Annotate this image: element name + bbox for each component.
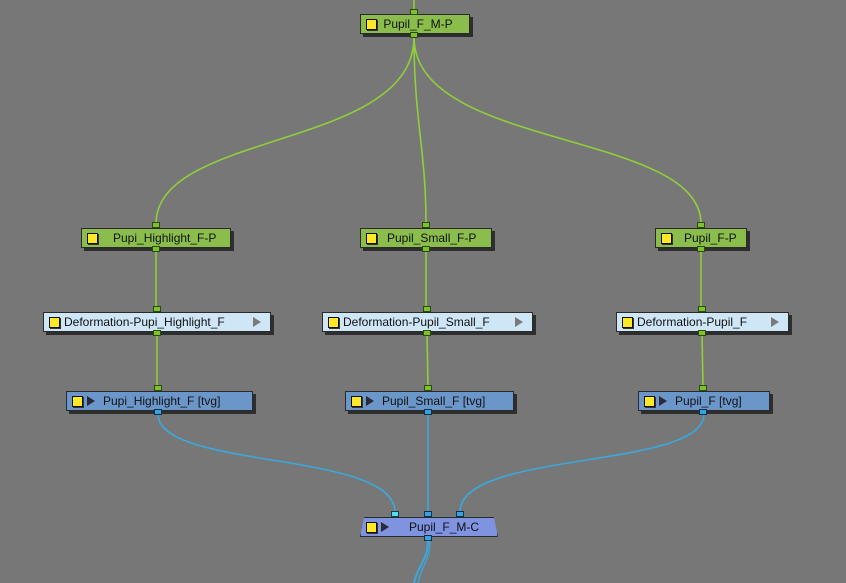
enable-checkbox-icon[interactable] bbox=[328, 316, 339, 328]
node-label: Pupil_F-P bbox=[684, 231, 737, 245]
node-label: Pupil_F [tvg] bbox=[675, 394, 742, 408]
wire-deform-right-to-drawing[interactable] bbox=[701, 333, 704, 388]
node-label: Pupil_Small_F-P bbox=[387, 231, 477, 245]
output-port[interactable] bbox=[152, 246, 160, 252]
node-label: Pupil_Small_F [tvg] bbox=[382, 394, 486, 408]
input-port[interactable] bbox=[422, 222, 430, 228]
input-port[interactable] bbox=[153, 306, 161, 312]
enable-checkbox-icon[interactable] bbox=[366, 18, 377, 30]
node-deformation-right[interactable]: Deformation-Pupil_F bbox=[616, 312, 789, 332]
node-peg-left[interactable]: Pupi_Highlight_F-P bbox=[81, 228, 231, 248]
input-port[interactable] bbox=[699, 385, 707, 391]
input-port[interactable] bbox=[423, 306, 431, 312]
play-icon[interactable] bbox=[87, 396, 95, 406]
node-deformation-left[interactable]: Deformation-Pupi_Highlight_F bbox=[43, 312, 271, 332]
input-port-1[interactable] bbox=[391, 511, 399, 517]
enable-checkbox-icon[interactable] bbox=[661, 232, 672, 244]
wire-top-to-peg-right[interactable] bbox=[413, 36, 702, 225]
node-drawing-right[interactable]: Pupil_F [tvg] bbox=[638, 391, 770, 411]
input-port[interactable] bbox=[152, 222, 160, 228]
expand-arrow-icon[interactable] bbox=[515, 317, 523, 327]
wire-deform-mid-to-drawing[interactable] bbox=[426, 333, 429, 388]
node-label: Deformation-Pupil_Small_F bbox=[343, 315, 490, 329]
expand-arrow-icon[interactable] bbox=[771, 317, 779, 327]
wire-top-to-peg-mid[interactable] bbox=[413, 36, 427, 225]
enable-checkbox-icon[interactable] bbox=[49, 316, 60, 328]
node-peg-mid[interactable]: Pupil_Small_F-P bbox=[360, 228, 492, 248]
output-port[interactable] bbox=[153, 330, 161, 336]
play-icon[interactable] bbox=[366, 396, 374, 406]
node-label: Deformation-Pupi_Highlight_F bbox=[64, 315, 225, 329]
play-icon[interactable] bbox=[659, 396, 667, 406]
node-label: Pupi_Highlight_F [tvg] bbox=[103, 394, 221, 408]
wire-top-to-peg-left[interactable] bbox=[155, 36, 415, 225]
enable-checkbox-icon[interactable] bbox=[87, 232, 98, 244]
output-port[interactable] bbox=[697, 246, 705, 252]
input-port-2[interactable] bbox=[424, 511, 432, 517]
node-label: Pupil_F_M-C bbox=[409, 520, 480, 534]
output-port[interactable] bbox=[410, 32, 418, 38]
enable-checkbox-icon[interactable] bbox=[351, 395, 362, 407]
input-port[interactable] bbox=[698, 306, 706, 312]
wire-composite-out bbox=[413, 539, 429, 583]
input-port[interactable] bbox=[697, 222, 705, 228]
wire-drawing-left-to-composite[interactable] bbox=[157, 413, 396, 513]
node-deformation-mid[interactable]: Deformation-Pupil_Small_F bbox=[322, 312, 533, 332]
input-port[interactable] bbox=[154, 385, 162, 391]
node-drawing-mid[interactable]: Pupil_Small_F [tvg] bbox=[345, 391, 514, 411]
wire-drawing-right-to-composite[interactable] bbox=[459, 413, 705, 513]
enable-checkbox-icon[interactable] bbox=[72, 395, 83, 407]
node-top-peg[interactable]: Pupil_F_M-P bbox=[360, 14, 470, 34]
node-label: Deformation-Pupil_F bbox=[637, 315, 748, 329]
output-port[interactable] bbox=[698, 330, 706, 336]
output-port[interactable] bbox=[699, 409, 707, 415]
enable-checkbox-icon[interactable] bbox=[644, 395, 655, 407]
input-port-3[interactable] bbox=[456, 511, 464, 517]
expand-arrow-icon[interactable] bbox=[253, 317, 261, 327]
input-port[interactable] bbox=[424, 385, 432, 391]
input-port[interactable] bbox=[410, 9, 418, 15]
enable-checkbox-icon[interactable] bbox=[622, 316, 633, 328]
wire-composite-out-2 bbox=[417, 539, 431, 583]
enable-checkbox-icon[interactable] bbox=[366, 232, 377, 244]
node-drawing-left[interactable]: Pupi_Highlight_F [tvg] bbox=[66, 391, 253, 411]
node-label: Pupi_Highlight_F-P bbox=[113, 231, 217, 245]
output-port[interactable] bbox=[424, 535, 432, 541]
output-port[interactable] bbox=[423, 330, 431, 336]
output-port[interactable] bbox=[424, 409, 432, 415]
play-icon[interactable] bbox=[381, 522, 389, 532]
output-port[interactable] bbox=[154, 409, 162, 415]
enable-checkbox-icon[interactable] bbox=[366, 521, 377, 533]
node-label: Pupil_F_M-P bbox=[383, 17, 453, 31]
node-peg-right[interactable]: Pupil_F-P bbox=[655, 228, 747, 248]
node-composite[interactable]: Pupil_F_M-C bbox=[360, 517, 498, 537]
output-port[interactable] bbox=[422, 246, 430, 252]
